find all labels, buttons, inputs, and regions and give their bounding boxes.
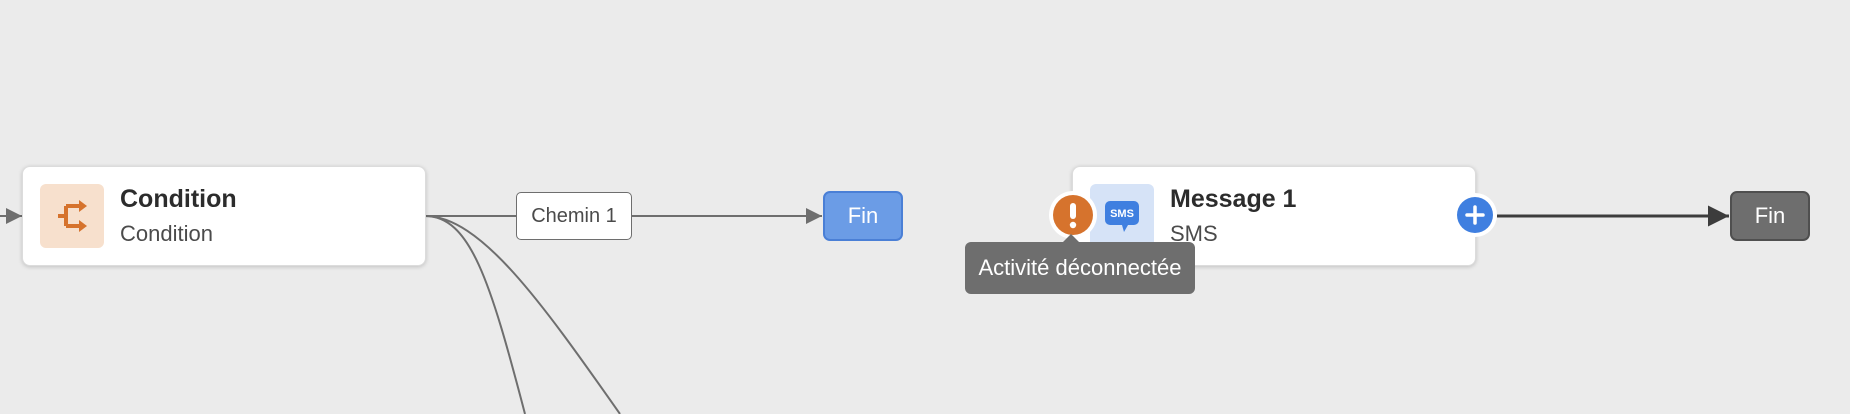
edge-branch-3 bbox=[424, 215, 621, 414]
condition-node-subtitle: Condition bbox=[120, 221, 213, 246]
end-node-fin-1[interactable]: Fin bbox=[823, 191, 903, 241]
condition-split-icon bbox=[58, 200, 87, 232]
message-node-subtitle: SMS bbox=[1170, 221, 1218, 246]
path-label-chemin-1[interactable]: Chemin 1 bbox=[516, 192, 632, 240]
disconnected-warning-badge[interactable] bbox=[1053, 195, 1093, 235]
message-node-title: Message 1 bbox=[1170, 185, 1297, 213]
sms-icon-text: SMS bbox=[1110, 208, 1134, 220]
edge-branch-2 bbox=[424, 215, 526, 414]
end-node-fin-2[interactable]: Fin bbox=[1730, 191, 1810, 241]
condition-node-title: Condition bbox=[120, 185, 237, 213]
add-activity-button[interactable] bbox=[1457, 197, 1493, 233]
message-node-icon-tile: SMS bbox=[1090, 184, 1154, 248]
condition-node-icon-tile bbox=[40, 184, 104, 248]
sms-icon: SMS bbox=[1105, 201, 1139, 232]
condition-node[interactable]: Condition Condition bbox=[22, 166, 426, 266]
exclamation-icon bbox=[1069, 203, 1077, 229]
warning-tooltip: Activité déconnectée bbox=[965, 234, 1195, 294]
message-node[interactable]: SMS Message 1 SMS bbox=[1072, 166, 1476, 266]
plus-icon bbox=[1465, 205, 1485, 225]
